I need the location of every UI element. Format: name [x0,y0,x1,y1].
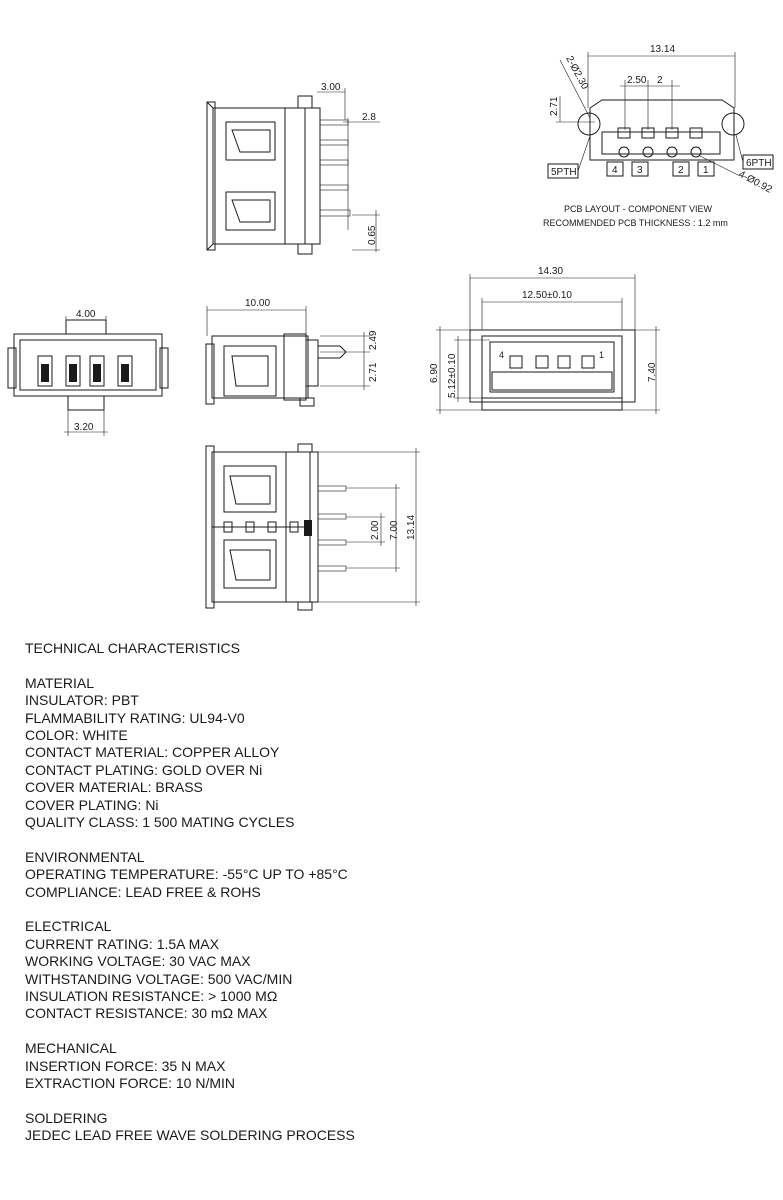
electrical-section: ELECTRICAL CURRENT RATING: 1.5A MAX WORK… [25,918,765,1022]
pcb-pin-2: 2 [678,165,684,176]
pcb-caption-2: RECOMMENDED PCB THICKNESS : 1.2 mm [543,218,728,228]
front-dim-5-12: 5.12±0.10 [447,353,458,398]
spec-line: CURRENT RATING: 1.5A MAX [25,935,219,952]
front-dim-14-30: 14.30 [538,266,563,277]
pcb-dim-2-50: 2.50 [627,75,647,86]
pcb-label-6pth: 6PTH [746,158,772,169]
lower-dim-7-00: 7.00 [389,520,400,540]
bottom-dim-4-00: 4.00 [76,309,96,320]
side-view: 10.00 2.49 2.71 [205,298,379,407]
spec-line: INSERTION FORCE: 35 N MAX [25,1057,226,1074]
material-section: MATERIAL INSULATOR: PBT FLAMMABILITY RAT… [25,675,765,832]
front-dim-7-40: 7.40 [647,362,658,382]
pcb-dim-13-14: 13.14 [650,44,675,55]
section-title: ELECTRICAL [25,918,112,935]
pcb-pin-4: 4 [612,165,618,176]
mechanical-section: MECHANICAL INSERTION FORCE: 35 N MAX EXT… [25,1040,765,1092]
pcb-hole-small: 4-Ø0.92 [737,169,774,196]
spec-line: COLOR: WHITE [25,727,128,744]
pcb-label-5pth: 5PTH [551,167,577,178]
lower-dim-13-14: 13.14 [406,515,417,540]
spec-line: INSULATION RESISTANCE: > 1000 MΩ [25,988,278,1005]
pcb-dim-2: 2 [657,75,663,86]
section-title: SOLDERING [25,1109,108,1126]
spec-line: INSULATOR: PBT [25,692,139,709]
top-view: 3.00 2.8 0.65 [206,82,380,255]
side-dim-2-49: 2.49 [368,330,379,350]
specs-heading: TECHNICAL CHARACTERISTICS [25,640,240,656]
section-title: ENVIRONMENTAL [25,848,145,865]
front-dim-12-50: 12.50±0.10 [522,290,572,301]
pcb-dim-2-71: 2.71 [549,96,560,116]
front-dim-6-90: 6.90 [429,363,440,383]
spec-line: EXTRACTION FORCE: 10 N/MIN [25,1075,236,1092]
spec-line: WITHSTANDING VOLTAGE: 500 VAC/MIN [25,970,293,987]
environmental-section: ENVIRONMENTAL OPERATING TEMPERATURE: -55… [25,849,765,901]
soldering-section: SOLDERING JEDEC LEAD FREE WAVE SOLDERING… [25,1110,765,1145]
spec-line: COVER MATERIAL: BRASS [25,779,203,796]
technical-drawing: 3.00 2.8 0.65 13.14 2.50 2 2.71 2-Ø2.30 [7,44,774,611]
spec-line: JEDEC LEAD FREE WAVE SOLDERING PROCESS [25,1127,355,1144]
lower-view: 2.00 7.00 13.14 [205,443,420,611]
spec-line: WORKING VOLTAGE: 30 VAC MAX [25,953,251,970]
spec-line: CONTACT MATERIAL: COPPER ALLOY [25,744,280,761]
spec-line: QUALITY CLASS: 1 500 MATING CYCLES [25,814,295,831]
pcb-caption-1: PCB LAYOUT - COMPONENT VIEW [564,204,713,214]
bottom-dim-3-20: 3.20 [74,422,94,433]
pcb-pin-1: 1 [703,165,709,176]
pcb-pin-3: 3 [637,165,643,176]
spec-line: OPERATING TEMPERATURE: -55°C UP TO +85°C [25,866,348,883]
section-title: MECHANICAL [25,1040,117,1057]
front-view: 14.30 12.50±0.10 4 1 6.90 5.12±0.10 7.40 [429,266,660,414]
spec-line: FLAMMABILITY RATING: UL94-V0 [25,709,245,726]
pcb-layout: 13.14 2.50 2 2.71 2-Ø2.30 4 3 2 1 [543,44,774,228]
technical-characteristics: TECHNICAL CHARACTERISTICS MATERIAL INSUL… [25,640,765,1162]
front-pin-4: 4 [499,350,504,360]
spec-line: CONTACT RESISTANCE: 30 mΩ MAX [25,1005,268,1022]
side-dim-10-00: 10.00 [245,298,270,309]
front-pin-1: 1 [599,350,604,360]
bottom-view: 4.00 3.20 [7,309,169,436]
top-dim-2-8: 2.8 [362,112,376,123]
pcb-hole-large: 2-Ø2.30 [563,54,590,91]
top-dim-3-00: 3.00 [321,82,341,93]
side-dim-2-71: 2.71 [368,362,379,382]
top-dim-0-65: 0.65 [367,225,378,245]
lower-dim-2-00: 2.00 [370,520,381,540]
spec-line: COMPLIANCE: LEAD FREE & ROHS [25,883,261,900]
spec-line: COVER PLATING: Ni [25,796,159,813]
section-title: MATERIAL [25,674,94,691]
spec-line: CONTACT PLATING: GOLD OVER Ni [25,761,263,778]
